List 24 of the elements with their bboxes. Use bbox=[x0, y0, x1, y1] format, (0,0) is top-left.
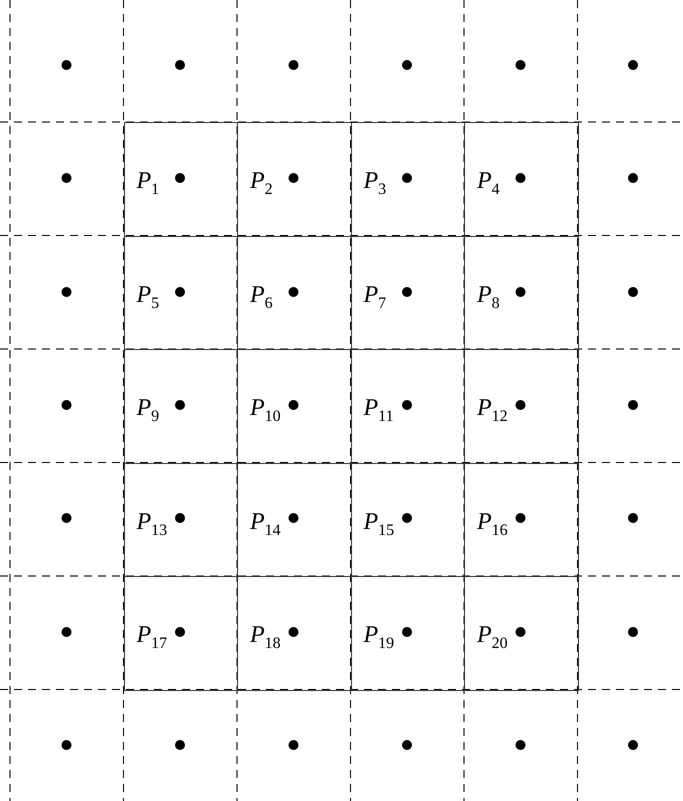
cell-label: P$_{20}$ bbox=[477, 623, 508, 652]
cell-label: P$_{1}$ bbox=[136, 169, 160, 198]
cell-label: P$_{13}$ bbox=[136, 510, 168, 538]
cell-label: P$_{7}$ bbox=[364, 282, 386, 312]
cell-label: P$_{10}$ bbox=[250, 396, 281, 425]
cell-label: P$_{14}$ bbox=[250, 510, 281, 538]
cell-label: P$_{11}$ bbox=[364, 396, 394, 425]
cell-label: P$_{5}$ bbox=[136, 282, 160, 312]
cell-label: P$_{8}$ bbox=[477, 282, 500, 312]
cell-label: P$_{9}$ bbox=[136, 396, 160, 425]
cell-label: P$_{19}$ bbox=[364, 623, 394, 652]
grid-cell bbox=[464, 122, 578, 236]
grid-cell bbox=[124, 122, 238, 236]
grid-cell bbox=[124, 576, 238, 690]
cell-label: P$_{18}$ bbox=[250, 623, 281, 652]
cell-label: P$_{15}$ bbox=[364, 510, 394, 538]
grid-cell bbox=[464, 576, 578, 690]
cell-label: P$_{12}$ bbox=[477, 396, 508, 425]
cell-label: P$_{16}$ bbox=[477, 510, 508, 538]
cell-label: P$_{3}$ bbox=[364, 169, 386, 198]
cell-label: P$_{2}$ bbox=[250, 169, 273, 198]
cell-label: P$_{17}$ bbox=[136, 623, 168, 652]
cell-label: P$_{6}$ bbox=[250, 282, 273, 312]
cell-label: P$_{4}$ bbox=[477, 169, 500, 198]
